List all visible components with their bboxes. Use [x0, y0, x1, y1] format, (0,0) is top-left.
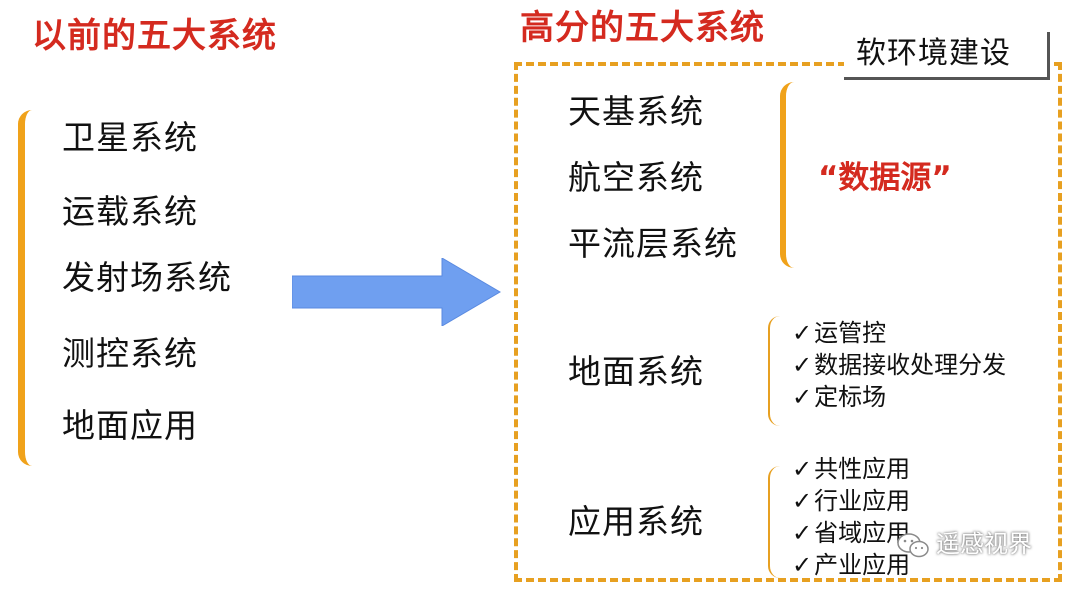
check-mark-icon: ✓: [792, 519, 813, 547]
ground-subitem-calibration: ✓定标场: [792, 383, 887, 411]
left-bracket: [18, 110, 32, 466]
app-subitem-provincial: ✓省域应用: [792, 519, 911, 547]
left-item-ground-application: 地面应用: [62, 406, 198, 445]
check-mark-icon: ✓: [792, 487, 813, 515]
check-mark-icon: ✓: [792, 351, 813, 379]
left-title: 以前的五大系统: [32, 16, 277, 56]
check-mark-icon: ✓: [792, 455, 813, 483]
right-item-stratosphere: 平流层系统: [568, 224, 738, 263]
data-source-label: “数据源”: [818, 160, 952, 196]
ground-subitem-operations: ✓运管控: [792, 319, 887, 347]
ground-subitem-data-processing: ✓数据接收处理分发: [792, 351, 1007, 379]
left-item-launch-vehicle: 运载系统: [62, 192, 198, 231]
right-title: 高分的五大系统: [520, 8, 765, 48]
right-item-aviation: 航空系统: [568, 158, 704, 197]
left-item-tt-and-c: 测控系统: [62, 334, 198, 373]
wechat-icon: [897, 533, 929, 558]
check-mark-icon: ✓: [792, 319, 813, 347]
soft-environment-box: [844, 32, 1050, 80]
app-subitem-common: ✓共性应用: [792, 455, 911, 483]
left-item-satellite: 卫星系统: [62, 118, 198, 157]
soft-environment-label: 软环境建设: [856, 36, 1011, 71]
ground-system-label: 地面系统: [568, 352, 704, 391]
watermark: 遥感视界: [896, 524, 1032, 564]
application-system-bracket: [768, 466, 780, 578]
transition-arrow: [292, 258, 501, 326]
ground-system-bracket: [768, 316, 780, 426]
data-source-bracket: [780, 82, 794, 268]
check-mark-icon: ✓: [792, 383, 813, 411]
app-subitem-commercial: ✓产业应用: [792, 551, 911, 579]
watermark-text: 遥感视界: [936, 530, 1032, 558]
application-system-label: 应用系统: [568, 502, 704, 541]
app-subitem-industry: ✓行业应用: [792, 487, 911, 515]
dashed-system-box: [514, 62, 1062, 582]
check-mark-icon: ✓: [792, 551, 813, 579]
left-item-launch-site: 发射场系统: [62, 258, 232, 297]
right-item-space-based: 天基系统: [568, 92, 704, 131]
